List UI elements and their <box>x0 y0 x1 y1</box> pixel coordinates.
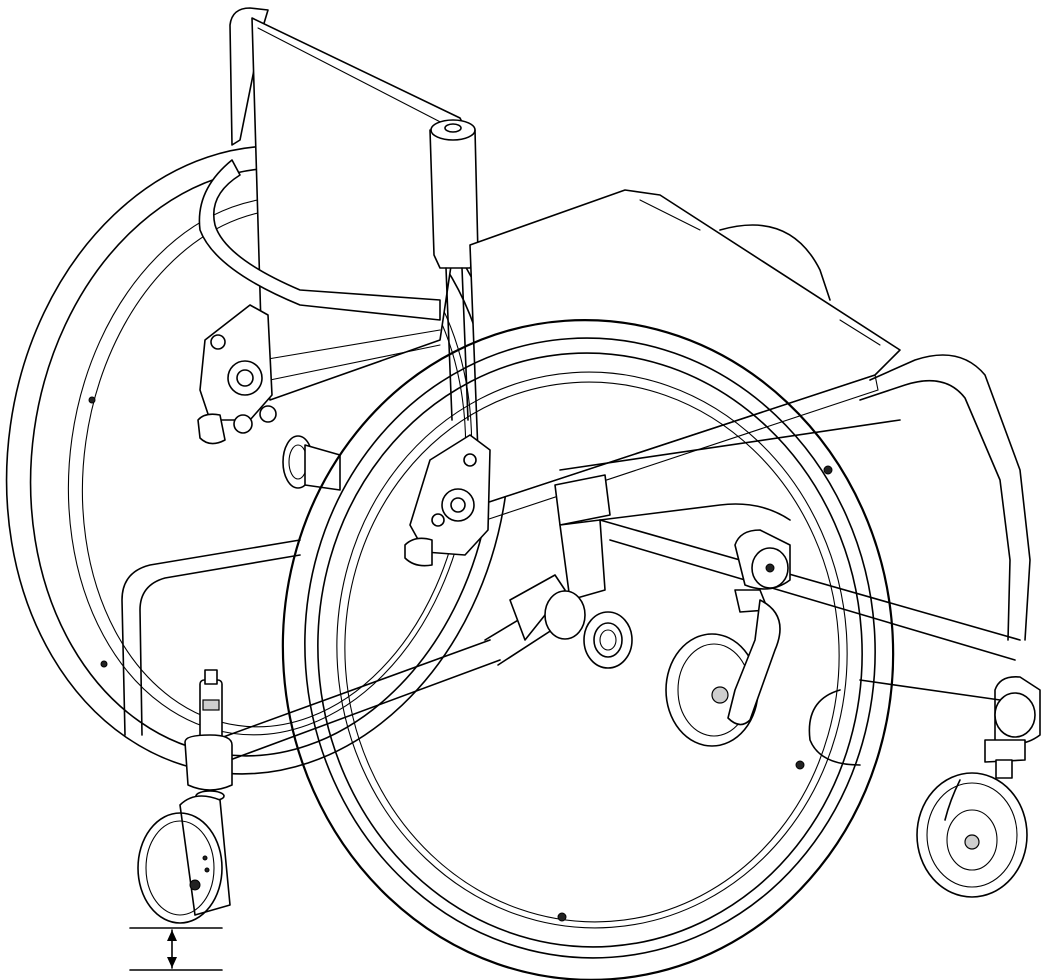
right-front-caster <box>808 675 1041 898</box>
near-rear-wheel <box>281 319 895 980</box>
far-wheel-arc <box>719 224 831 301</box>
arrow-down-icon <box>167 957 177 968</box>
dimension-marker <box>129 927 223 971</box>
right-axle-plate <box>404 434 633 669</box>
seat <box>469 189 1031 641</box>
arrow-up-icon <box>167 930 177 941</box>
left-front-caster <box>137 669 233 924</box>
backrest <box>198 7 479 421</box>
middle-caster <box>665 529 791 747</box>
far-side-frame <box>121 503 791 736</box>
left-axle-plate <box>197 304 341 491</box>
